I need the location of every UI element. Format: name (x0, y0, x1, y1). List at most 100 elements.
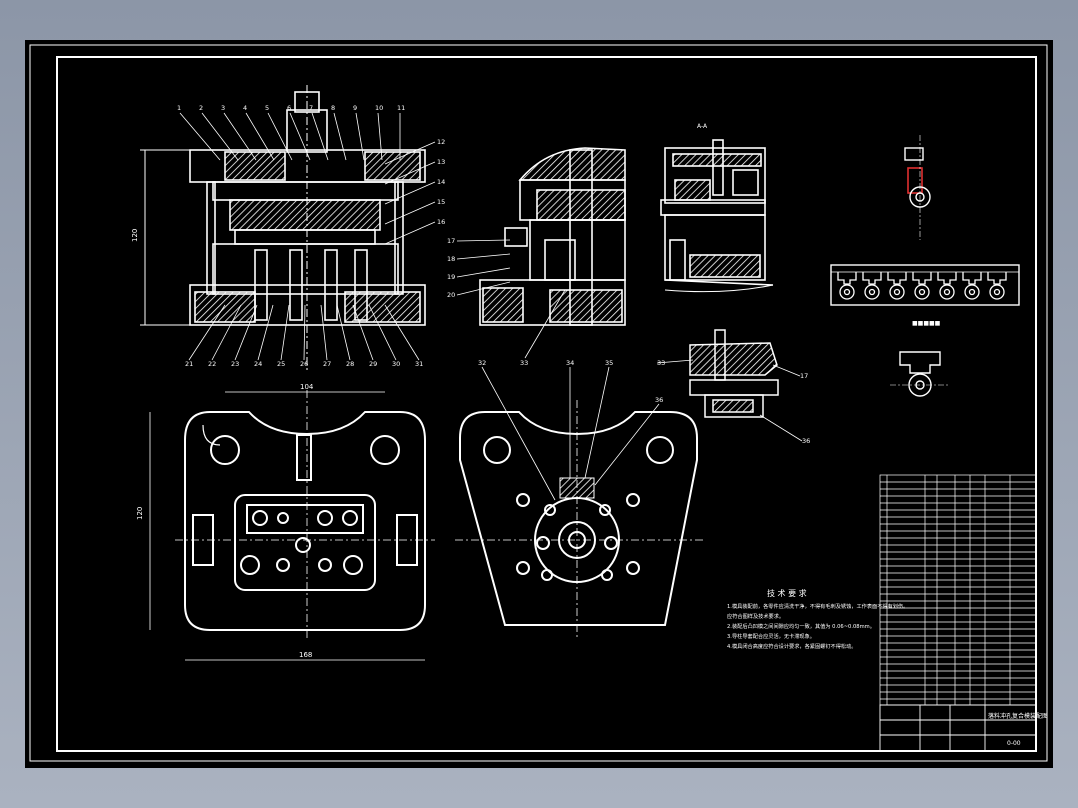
balloon-top: 3 (221, 104, 225, 112)
balloon-top: 7 (309, 104, 313, 112)
balloon-top: 5 (265, 104, 269, 112)
leader-line (179, 112, 221, 161)
balloon-bottom: 22 (208, 360, 216, 368)
leader-line (333, 112, 347, 161)
balloon-right: 14 (437, 178, 445, 186)
inner-border (56, 56, 1037, 752)
balloon-bottom: 25 (277, 360, 285, 368)
strip-part (887, 272, 907, 285)
tech-requirement-line: 2.装配后凸凹模之间间隙应均匀一致，其值为 0.06~0.08mm。 (727, 622, 875, 630)
title-block-code: 0-00 (1007, 740, 1021, 747)
strip-part-hole (868, 288, 876, 296)
leader-line (384, 201, 436, 225)
strip-part-hole (968, 288, 976, 296)
balloon-top: 6 (287, 104, 291, 112)
strip-part-circle (964, 284, 980, 300)
leader-line (267, 112, 293, 161)
leader-line (584, 366, 610, 479)
balloon-right: 12 (437, 138, 445, 146)
leader-line (280, 304, 290, 361)
strip-label: ■■■■■ (912, 320, 941, 327)
strip-part-circle (914, 284, 930, 300)
balloon-bottom: 24 (254, 360, 262, 368)
leader-line (384, 141, 436, 165)
balloon-top: 8 (331, 104, 335, 112)
balloon-bottom: 28 (346, 360, 354, 368)
leader-line (289, 112, 311, 161)
dimension-left-width: 120 (136, 507, 144, 520)
plan-view-lower (455, 400, 705, 640)
tech-requirement-line: 4.模具闭合高度应符合设计要求，各紧固螺钉不得松动。 (727, 642, 856, 650)
leader-line (201, 112, 239, 161)
leader-line (368, 304, 397, 361)
plan-balloons: 32 34 35 36 (478, 359, 663, 501)
part-detail-top (904, 135, 931, 240)
balloon-bottom: 29 (369, 360, 377, 368)
leader-line (384, 181, 436, 205)
strip-part-circle (889, 284, 905, 300)
balloon-top: 2 (199, 104, 203, 112)
dimension-height-label: 120 (131, 229, 139, 242)
leader-line (594, 403, 660, 486)
strip-part-hole (993, 288, 1001, 296)
leader-line (320, 304, 328, 361)
title-block (879, 704, 1037, 752)
balloon-right: 16 (437, 218, 445, 226)
strip-part (912, 272, 932, 285)
tech-requirements-title: 技 术 要 求 (767, 588, 807, 598)
tech-requirement-line: 应符合图样及技术要求。 (727, 612, 784, 620)
section-balloon: 20 (447, 291, 455, 299)
plan-balloon: 34 (566, 359, 574, 367)
plan-balloon: 36 (655, 396, 663, 404)
parts-list-table (879, 474, 1037, 706)
balloon-bottom: 23 (231, 360, 239, 368)
outer-border (29, 44, 1048, 762)
leader-line (311, 112, 329, 161)
strip-part-hole (918, 288, 926, 296)
plan-balloon: 32 (478, 359, 486, 367)
section-view-b-label: A-A (697, 123, 708, 130)
section-balloon: 18 (447, 255, 455, 263)
leader-line (245, 112, 275, 161)
balloon-top: 1 (177, 104, 181, 112)
strip-parts (837, 272, 1007, 300)
title-block-drawing-title: 落料冲孔复合模装配图 (988, 712, 1048, 720)
balloon-top: 9 (353, 104, 357, 112)
strip-part-circle (839, 284, 855, 300)
balloon-top: 11 (397, 104, 405, 112)
leader-line (656, 359, 694, 364)
strip-part (837, 272, 857, 285)
plan-balloon: 35 (605, 359, 613, 367)
main-section-view (140, 85, 426, 370)
leader-line (303, 304, 306, 361)
strip-part (962, 272, 982, 285)
balloon-top: 4 (243, 104, 247, 112)
side-section-view (479, 147, 626, 326)
tech-requirement-line: 3.导柱导套配合应灵活，无卡滞现象。 (727, 632, 815, 640)
strip-part (937, 272, 957, 285)
dimension-top-width: 104 (300, 383, 314, 391)
leader-line (772, 364, 801, 377)
leader-line (223, 112, 257, 161)
strip-part-hole (943, 288, 951, 296)
tech-requirements: 1.模具装配前，各零件应清洗干净，不得有毛刺及锈蚀，工作表面不得有划伤。 应符合… (727, 602, 908, 650)
detail-balloon: 36 (802, 437, 810, 445)
balloon-bottom: 27 (323, 360, 331, 368)
dimension-bottom-width: 168 (299, 651, 312, 659)
leader-line (456, 267, 511, 278)
plan-view-upper (149, 390, 435, 661)
leader-line (384, 161, 436, 185)
leader-line (384, 304, 420, 361)
section-balloon-bottom: 33 (520, 359, 528, 367)
balloon-top: 10 (375, 104, 383, 112)
balloons-top: 1 2 3 4 5 6 7 8 9 10 11 (177, 104, 405, 161)
section-balloon: 17 (447, 237, 455, 245)
leader-line (234, 304, 258, 361)
leader-line (211, 304, 242, 361)
strip-part-circle (864, 284, 880, 300)
